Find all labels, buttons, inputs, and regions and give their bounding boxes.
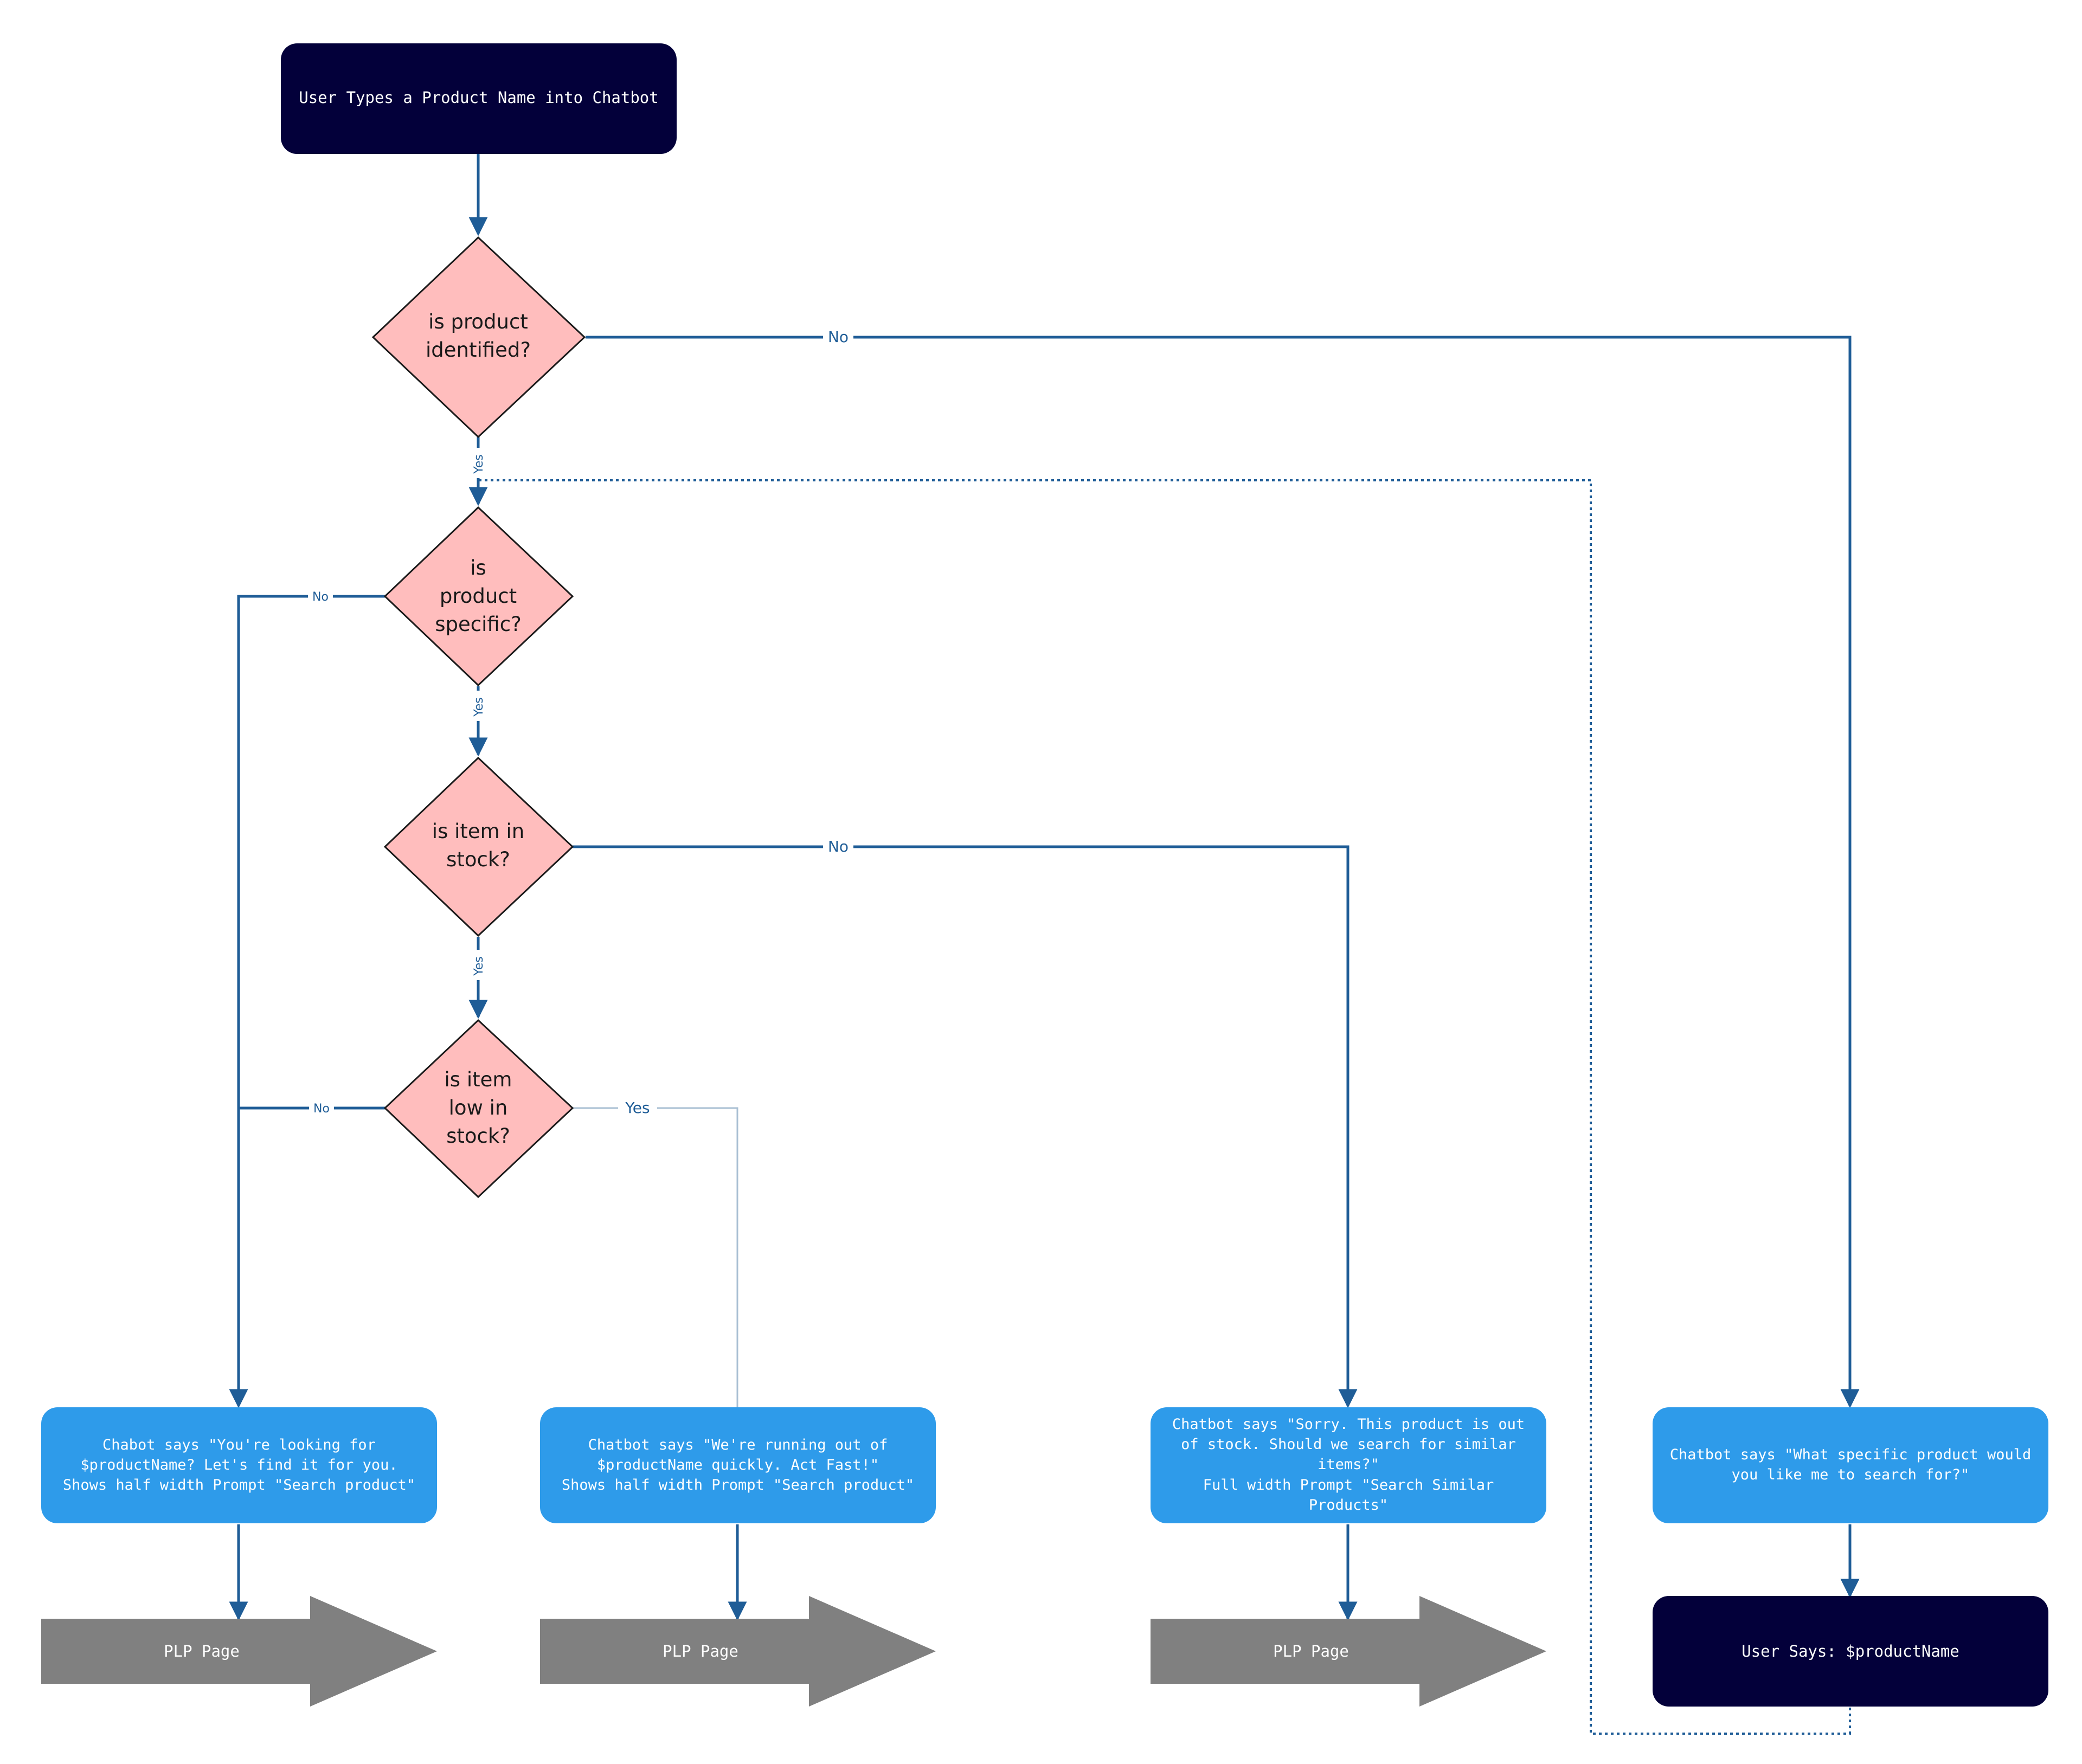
label-identified-no: No <box>828 328 849 346</box>
plp-page-label-1: PLP Page <box>164 1642 240 1660</box>
plp-page-label-3: PLP Page <box>1273 1642 1349 1660</box>
message-out-of-stock-line-2: of stock. Should we search for similar <box>1181 1436 1516 1453</box>
message-looking-for-line-3: Shows half width Prompt "Search product" <box>63 1477 415 1493</box>
edge-user-says-loop <box>478 479 1851 1735</box>
label-identified-yes: Yes <box>472 454 486 474</box>
label-in-stock-no: No <box>828 838 849 855</box>
message-running-out: Chatbot says "We're running out of $prod… <box>540 1407 936 1523</box>
edge-specific-no <box>229 595 385 1408</box>
label-low-stock-yes: Yes <box>625 1099 650 1117</box>
label-in-stock-yes: Yes <box>472 956 486 976</box>
message-out-of-stock-line-3: items?" <box>1318 1456 1379 1473</box>
message-looking-for-line-2: $productName? Let's find it for you. <box>80 1457 397 1473</box>
plp-page-arrow-2: PLP Page <box>540 1596 936 1707</box>
plp-page-arrow-3: PLP Page <box>1151 1596 1546 1707</box>
decision-specific-line-2: product <box>440 584 517 608</box>
decision-specific: is product specific? <box>383 506 574 687</box>
user-says-node: User Says: $productName <box>1653 1596 2048 1707</box>
message-out-of-stock-line-4: Full width Prompt "Search Similar <box>1203 1477 1494 1493</box>
decision-low-stock-line-3: stock? <box>446 1124 510 1148</box>
edge-low-stock-yes <box>573 1107 738 1407</box>
label-specific-yes: Yes <box>472 697 486 717</box>
decision-low-stock-line-1: is item <box>445 1068 512 1091</box>
plp-page-label-2: PLP Page <box>663 1642 738 1660</box>
message-out-of-stock-line-1: Chatbot says "Sorry. This product is out <box>1172 1416 1525 1433</box>
edge-identified-no <box>586 336 1860 1408</box>
message-out-of-stock-line-5: Products" <box>1309 1497 1388 1514</box>
message-running-out-line-3: Shows half width Prompt "Search product" <box>562 1477 914 1493</box>
label-specific-no: No <box>312 590 329 604</box>
message-looking-for: Chabot says "You're looking for $product… <box>41 1407 437 1523</box>
decision-identified-line-2: identified? <box>426 338 531 362</box>
decision-identified: is product identified? <box>371 236 586 439</box>
decision-low-stock-line-2: low in <box>449 1096 508 1119</box>
message-running-out-line-2: $productName quickly. Act Fast!" <box>597 1457 879 1473</box>
decision-in-stock-line-2: stock? <box>446 848 510 871</box>
message-running-out-line-1: Chatbot says "We're running out of <box>588 1437 888 1453</box>
message-what-specific-line-2: you like me to search for?" <box>1732 1466 1970 1483</box>
edge-labels: No Yes No Yes No Yes No Yes <box>308 325 853 1119</box>
label-low-stock-no: No <box>313 1102 330 1116</box>
start-node-label: User Types a Product Name into Chatbot <box>299 88 658 107</box>
decision-specific-line-3: specific? <box>435 613 521 636</box>
message-looking-for-line-1: Chabot says "You're looking for <box>102 1437 376 1453</box>
decision-in-stock-line-1: is item in <box>432 820 524 843</box>
user-says-label: User Says: $productName <box>1742 1642 1959 1660</box>
message-what-specific: Chatbot says "What specific product woul… <box>1653 1407 2048 1523</box>
decision-specific-line-1: is <box>470 556 486 580</box>
plp-page-arrow-1: PLP Page <box>41 1596 437 1707</box>
edge-in-stock-no <box>573 845 1358 1408</box>
decision-low-stock: is item low in stock? <box>383 1019 574 1199</box>
decision-in-stock: is item in stock? <box>383 756 574 937</box>
message-out-of-stock: Chatbot says "Sorry. This product is out… <box>1151 1407 1546 1523</box>
start-node: User Types a Product Name into Chatbot <box>281 43 677 154</box>
message-what-specific-line-1: Chatbot says "What specific product woul… <box>1670 1446 2031 1463</box>
decision-identified-line-1: is product <box>428 310 528 333</box>
